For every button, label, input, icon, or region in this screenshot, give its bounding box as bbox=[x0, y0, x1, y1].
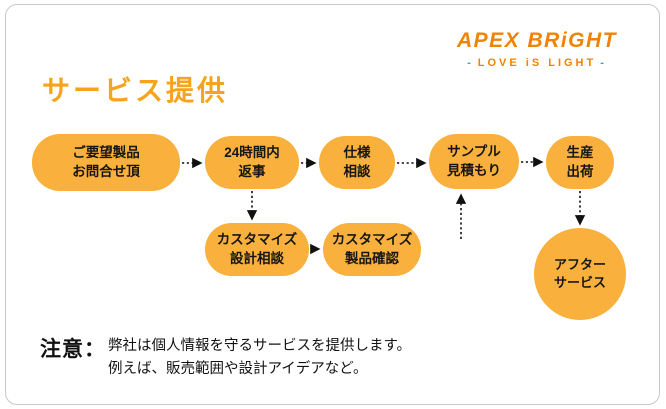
flow-node-production: 生産 出荷 bbox=[546, 136, 614, 189]
page-title: サービス提供 bbox=[42, 75, 229, 106]
notice-line-2: 例えば、販売範囲や設計アイデアなど。 bbox=[108, 361, 368, 378]
notice-line-1: 弊社は個人情報を守るサービスを提供します。 bbox=[108, 338, 412, 354]
flow-node-after-service: アフター サービス bbox=[534, 228, 626, 320]
service-flyer-card: APEX BRiGHT -LOVE iS LIGHT- サービス提供 ご要望製品… bbox=[5, 4, 660, 405]
tagline-right-dash-icon: - bbox=[600, 57, 607, 69]
flow-node-reply-24h: 24時間内 返事 bbox=[205, 136, 299, 189]
flow-node-sample-quote: サンプル 見積もり bbox=[429, 134, 519, 189]
tagline-left-dash-icon: - bbox=[467, 57, 474, 69]
tagline-text: LOVE iS LIGHT bbox=[477, 57, 597, 69]
flow-node-spec-consult: 仕様 相談 bbox=[319, 136, 395, 189]
flow-node-custom-confirm: カスタマイズ 製品確認 bbox=[323, 223, 421, 276]
notice-body: 弊社は個人情報を守るサービスを提供します。 例えば、販売範囲や設計アイデアなど。 bbox=[108, 335, 411, 381]
brand-logo-tagline: -LOVE iS LIGHT- bbox=[442, 57, 632, 69]
brand-logo-title: APEX BRiGHT bbox=[456, 29, 617, 52]
flow-node-custom-design: カスタマイズ 設計相談 bbox=[205, 223, 309, 276]
notice-label: 注意： bbox=[40, 338, 106, 361]
flow-node-inquiry: ご要望製品 お問合せ頂 bbox=[32, 134, 180, 191]
brand-logo: APEX BRiGHT -LOVE iS LIGHT- bbox=[442, 29, 632, 69]
notice: 注意： 弊社は個人情報を守るサービスを提供します。 例えば、販売範囲や設計アイデ… bbox=[40, 335, 411, 381]
